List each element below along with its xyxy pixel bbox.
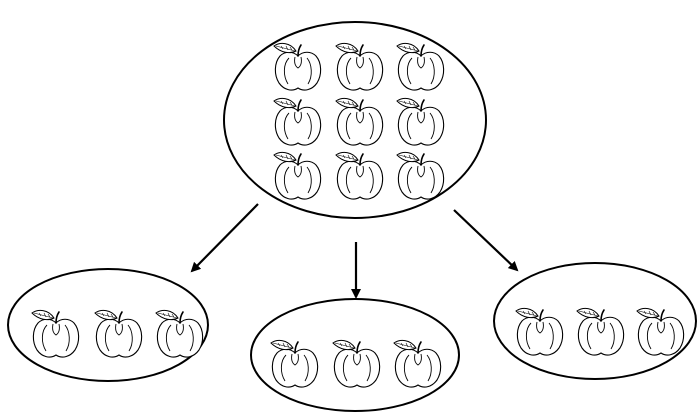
apple-icon — [273, 42, 322, 91]
apple-icon — [335, 151, 384, 200]
arrow-to-right-group — [453, 209, 519, 272]
apple-icon — [273, 151, 322, 200]
whole-set-apples — [273, 42, 445, 200]
apple-icon — [396, 42, 445, 91]
apple-icon — [335, 97, 384, 146]
apple-icon — [636, 307, 685, 356]
group-oval-right — [493, 262, 697, 380]
apple-icon — [31, 309, 80, 358]
whole-set-oval — [223, 21, 487, 219]
group-oval-left — [7, 268, 209, 382]
arrow-to-left-group — [190, 203, 259, 273]
apple-icon — [94, 309, 143, 358]
group-oval-middle — [250, 298, 460, 412]
apple-icon — [155, 309, 204, 358]
group-right-apples — [515, 307, 685, 356]
apple-icon — [273, 97, 322, 146]
apple-icon — [335, 42, 384, 91]
apple-icon — [393, 339, 442, 388]
group-left-apples — [31, 309, 204, 358]
apple-icon — [515, 307, 564, 356]
apple-icon — [270, 339, 319, 388]
group-middle-apples — [270, 339, 442, 388]
apple-icon — [576, 307, 625, 356]
apple-icon — [396, 151, 445, 200]
apple-icon — [396, 97, 445, 146]
apple-icon — [332, 339, 381, 388]
